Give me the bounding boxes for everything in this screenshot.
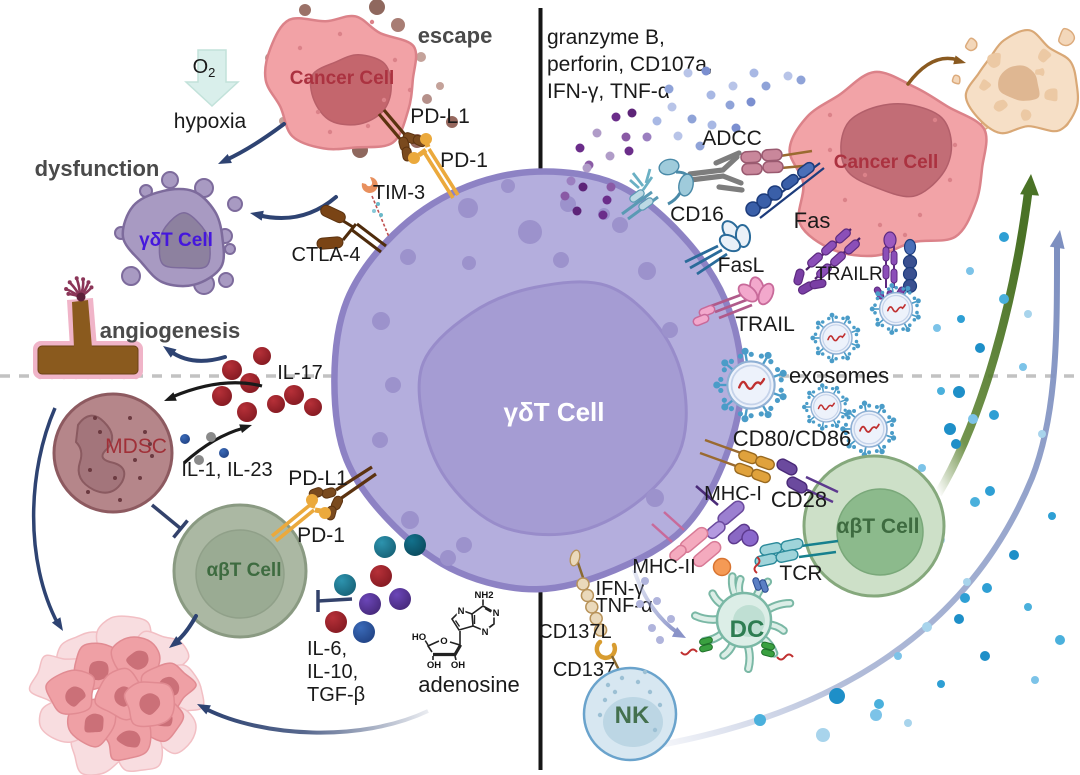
svg-text:TCR: TCR bbox=[779, 562, 822, 585]
svg-text:HO: HO bbox=[412, 632, 426, 643]
svg-text:FasL: FasL bbox=[718, 254, 765, 277]
svg-text:angiogenesis: angiogenesis bbox=[100, 318, 241, 343]
svg-text:N: N bbox=[458, 606, 465, 617]
svg-text:escape: escape bbox=[418, 23, 493, 48]
svg-text:γδT Cell: γδT Cell bbox=[139, 230, 213, 251]
svg-text:NK: NK bbox=[615, 702, 650, 729]
svg-text:αβT Cell: αβT Cell bbox=[837, 515, 920, 538]
svg-text:CD137L: CD137L bbox=[538, 621, 611, 643]
svg-text:PD-1: PD-1 bbox=[297, 524, 345, 547]
svg-text:IL-1, IL-23: IL-1, IL-23 bbox=[181, 459, 272, 481]
svg-text:TIM-3: TIM-3 bbox=[373, 182, 425, 204]
svg-text:CD28: CD28 bbox=[771, 487, 827, 512]
svg-text:PD-1: PD-1 bbox=[440, 149, 488, 172]
svg-text:PD-L1: PD-L1 bbox=[288, 467, 348, 490]
svg-text:Cancer Cell: Cancer Cell bbox=[834, 152, 939, 173]
svg-text:IL-17: IL-17 bbox=[277, 362, 323, 384]
svg-text:ADCC: ADCC bbox=[702, 127, 762, 150]
svg-text:adenosine: adenosine bbox=[418, 672, 520, 697]
svg-text:CD80/CD86: CD80/CD86 bbox=[733, 426, 852, 451]
svg-text:exosomes: exosomes bbox=[789, 363, 889, 388]
svg-text:OH: OH bbox=[451, 660, 465, 671]
svg-text:Fas: Fas bbox=[794, 208, 831, 233]
svg-text:perforin, CD107a,: perforin, CD107a, bbox=[547, 53, 713, 76]
svg-text:NH2: NH2 bbox=[474, 590, 493, 601]
svg-text:N: N bbox=[482, 627, 489, 638]
svg-text:CTLA-4: CTLA-4 bbox=[292, 244, 361, 266]
svg-text:IFN-γ, TNF-α: IFN-γ, TNF-α bbox=[547, 80, 670, 103]
svg-text:CD16: CD16 bbox=[670, 203, 724, 226]
svg-text:OH: OH bbox=[427, 660, 441, 671]
svg-text:TRAIL: TRAIL bbox=[735, 313, 795, 336]
svg-text:granzyme B,: granzyme B, bbox=[547, 26, 665, 49]
svg-text:DC: DC bbox=[730, 616, 765, 643]
svg-text:IFN-γ: IFN-γ bbox=[596, 578, 645, 600]
svg-text:O: O bbox=[440, 636, 447, 647]
svg-text:hypoxia: hypoxia bbox=[174, 110, 247, 133]
svg-text:TRAILR: TRAILR bbox=[815, 264, 883, 285]
svg-text:MHC-II: MHC-II bbox=[632, 556, 695, 578]
svg-text:CD137: CD137 bbox=[553, 659, 615, 681]
svg-text:IL-10,: IL-10, bbox=[307, 661, 358, 683]
svg-text:MHC-I: MHC-I bbox=[704, 483, 762, 505]
svg-text:Cancer Cell: Cancer Cell bbox=[290, 68, 395, 89]
svg-text:dysfunction: dysfunction bbox=[35, 156, 160, 181]
svg-text:N: N bbox=[493, 608, 500, 619]
svg-text:αβT Cell: αβT Cell bbox=[206, 560, 281, 581]
svg-text:PD-L1: PD-L1 bbox=[410, 105, 470, 128]
svg-text:γδT Cell: γδT Cell bbox=[503, 397, 604, 427]
svg-text:TNF-α: TNF-α bbox=[595, 595, 652, 617]
svg-text:TGF-β: TGF-β bbox=[307, 684, 365, 706]
svg-text:MDSC: MDSC bbox=[105, 435, 167, 458]
svg-text:IL-6,: IL-6, bbox=[307, 638, 347, 660]
